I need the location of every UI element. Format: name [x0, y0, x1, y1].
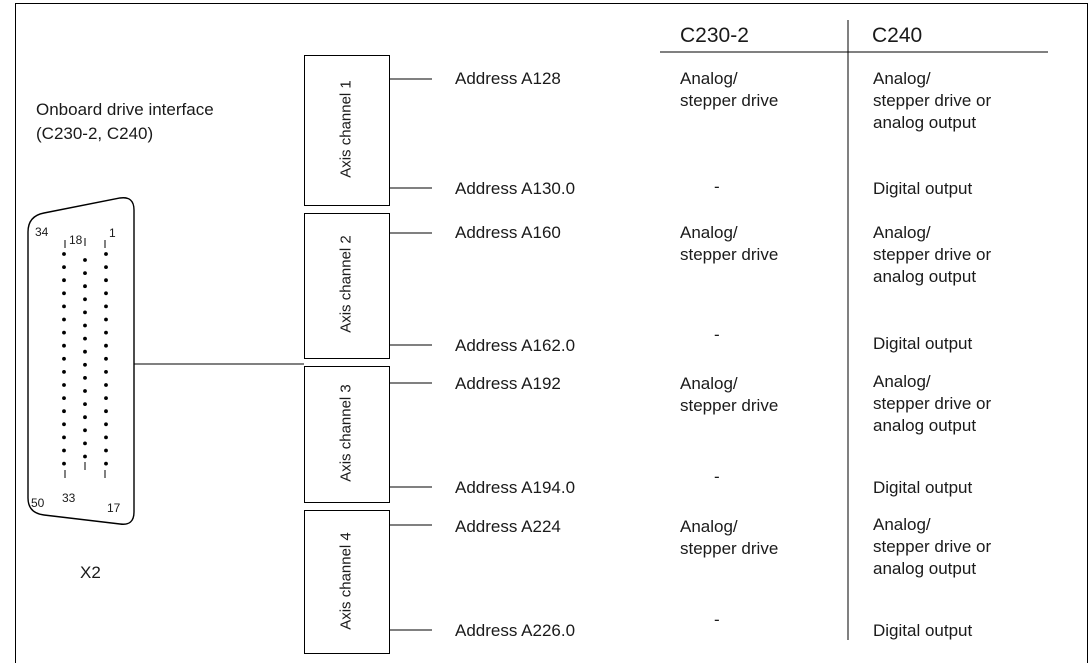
c240-function: Analog/ stepper drive or analog output [873, 515, 992, 578]
connector-pin [104, 448, 108, 453]
c230-function: Analog/ stepper drive [680, 517, 779, 558]
connector-pin [104, 343, 108, 348]
connector-pin [104, 422, 108, 427]
connector-pin [104, 304, 108, 309]
connector-pin [104, 370, 108, 374]
c240-function: Digital output [873, 179, 973, 198]
address-label: Address A226.0 [455, 621, 576, 640]
c240-function: Analog/ stepper drive or analog output [873, 69, 992, 132]
address-label: Address A224 [455, 517, 561, 536]
pin-label-17: 17 [107, 501, 121, 515]
pin-label-34: 34 [35, 225, 49, 239]
axis-channel-box: Axis channel 4 [304, 510, 390, 654]
connector-pin [83, 310, 87, 315]
c230-function: Analog/ stepper drive [680, 223, 779, 264]
connector-pin [62, 304, 66, 309]
c240-function: Analog/ stepper drive or analog output [873, 372, 992, 435]
axis-channel-label: Axis channel 1 [337, 80, 355, 178]
address-label: Address A130.0 [455, 179, 576, 198]
connector-pin [62, 370, 66, 374]
connector-pin [83, 441, 87, 446]
connector-pin [62, 291, 66, 296]
connector-pin [62, 383, 66, 387]
connector-pin [62, 435, 66, 440]
connector-pin [62, 448, 66, 453]
axis-channel-label: Axis channel 3 [337, 384, 355, 482]
diagram-frame [15, 3, 1088, 663]
connector-pin [62, 461, 66, 466]
connector-pin [62, 409, 66, 414]
connector-pin [104, 330, 108, 335]
c230-function: - [714, 610, 720, 629]
connector-pin [104, 396, 108, 400]
connector-pin [104, 317, 108, 322]
connector-pin [62, 330, 66, 335]
c240-function: Digital output [873, 478, 973, 497]
connector-label: X2 [80, 563, 101, 582]
connector-pin [104, 383, 108, 387]
c240-function: Analog/ stepper drive or analog output [873, 223, 992, 286]
pin-label-50: 50 [31, 496, 45, 510]
c230-function: Analog/ stepper drive [680, 69, 779, 110]
connector-pin [104, 435, 108, 440]
connector-pin [104, 409, 108, 414]
connector-pin [83, 402, 87, 406]
connector-pin [62, 396, 66, 400]
connector-pin [104, 356, 108, 361]
connector-pin [62, 356, 66, 361]
connector-pin [104, 461, 108, 466]
connector-pin [83, 297, 87, 302]
connector-pin [83, 376, 87, 380]
connector-pin [83, 323, 87, 328]
connector-pin [83, 271, 87, 275]
connector-pins [62, 252, 108, 466]
connector-pin [83, 428, 87, 433]
address-label: Address A192 [455, 374, 561, 393]
connector-pin [83, 415, 87, 420]
pin-label-33: 33 [62, 491, 76, 505]
column-header-c230: C230-2 [680, 24, 749, 47]
connector-pin [104, 278, 108, 283]
pin-label-1: 1 [109, 226, 116, 240]
connector-pin [83, 454, 87, 459]
connector-pin [83, 389, 87, 393]
connector-pin [83, 362, 87, 367]
c230-function: - [714, 467, 720, 486]
address-label: Address A128 [455, 69, 561, 88]
c240-function: Digital output [873, 621, 973, 640]
address-label: Address A160 [455, 223, 561, 242]
connector-pin [83, 258, 87, 262]
connector-pin [104, 252, 108, 256]
connector-pin [83, 336, 87, 341]
axis-channel-box: Axis channel 1 [304, 55, 390, 206]
address-label: Address A194.0 [455, 478, 576, 497]
axis-channel-label: Axis channel 4 [337, 532, 355, 630]
connector-pin [83, 284, 87, 289]
connector-pin [104, 291, 108, 296]
c230-function: - [714, 177, 720, 196]
axis-channel-box: Axis channel 2 [304, 213, 390, 359]
c240-function: Digital output [873, 334, 973, 353]
c230-function: Analog/ stepper drive [680, 374, 779, 415]
axis-channel-box: Axis channel 3 [304, 366, 390, 503]
connector-pin [62, 278, 66, 283]
connector-pin [62, 265, 66, 269]
connector-pin [62, 252, 66, 256]
address-label: Address A162.0 [455, 336, 576, 355]
connector-pin [83, 349, 87, 354]
connector-pin [62, 422, 66, 427]
c230-function: - [714, 325, 720, 344]
connector-pin [104, 265, 108, 269]
connector-pin [62, 343, 66, 348]
connector-title: Onboard drive interface (C230-2, C240) [36, 100, 214, 143]
axis-channel-label: Axis channel 2 [337, 235, 355, 333]
connector-outline [27, 197, 135, 525]
connector-pin [62, 317, 66, 322]
column-header-c240: C240 [872, 24, 923, 47]
pin-label-18: 18 [69, 233, 83, 247]
